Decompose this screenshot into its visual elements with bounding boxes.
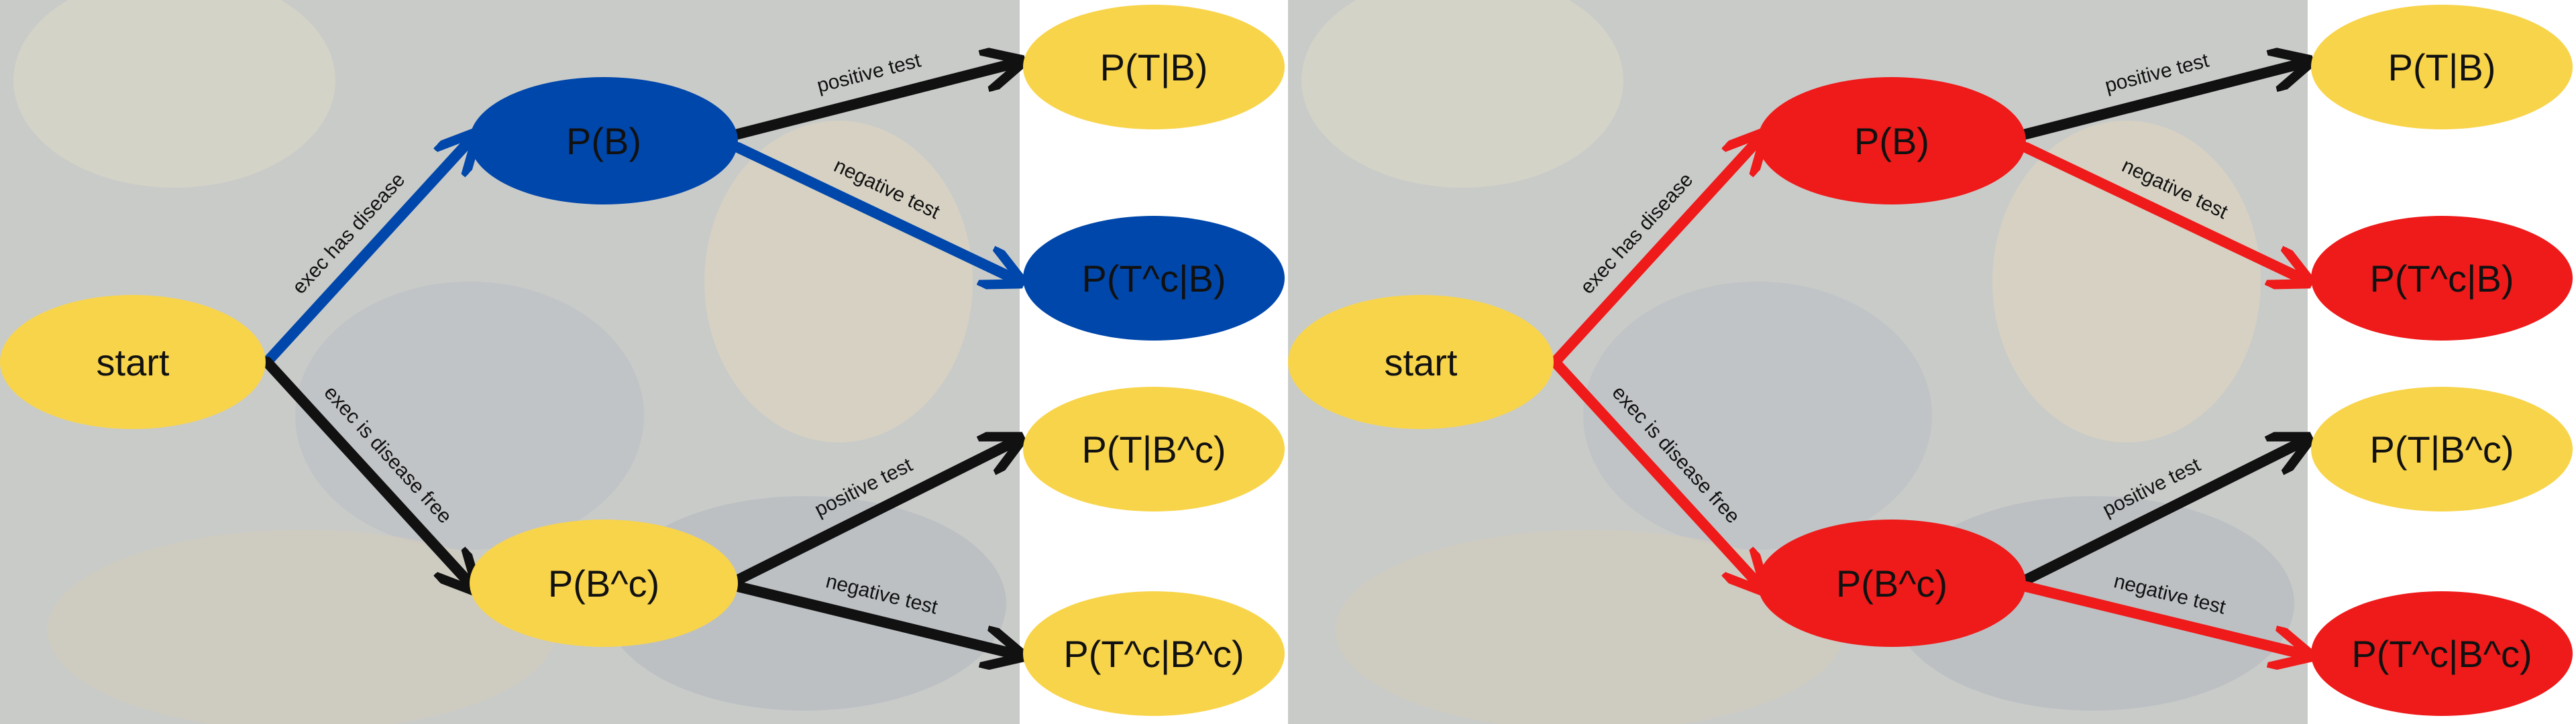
node-b: P(B) — [470, 77, 738, 204]
background-shape — [1301, 0, 1623, 188]
node-label-tcb: P(T^c|B) — [1081, 257, 1226, 300]
node-label-tcb: P(T^c|B) — [2369, 257, 2514, 300]
edge-bc-neg — [733, 581, 1013, 654]
node-label-tcbc: P(T^c|B^c) — [1063, 633, 1244, 675]
node-bc: P(B^c) — [1758, 520, 2026, 647]
node-shape — [1758, 520, 2026, 647]
edge-bc-pos — [2021, 442, 2301, 585]
node-shape — [1023, 5, 1285, 129]
node-shape — [470, 520, 738, 647]
node-shape — [2311, 387, 2573, 511]
node-tbc: P(T|B^c) — [1023, 387, 1285, 511]
background-shape — [13, 0, 335, 188]
node-tcb: P(T^c|B) — [2311, 216, 2573, 341]
edge-b-pos — [733, 64, 1013, 139]
edge-to-b — [262, 141, 470, 367]
background-shape — [704, 121, 973, 442]
edge-b-neg — [733, 142, 1013, 278]
edge-b-pos — [2021, 64, 2301, 139]
node-label-tb: P(T|B) — [2388, 46, 2496, 88]
node-label-bc: P(B^c) — [548, 562, 659, 605]
node-shape — [2311, 216, 2573, 341]
node-b: P(B) — [1758, 77, 2026, 204]
node-tb: P(T|B) — [1023, 5, 1285, 129]
node-tcbc: P(T^c|B^c) — [2311, 591, 2573, 716]
node-label-tb: P(T|B) — [1100, 46, 1208, 88]
edge-b-neg — [2021, 142, 2301, 278]
edge-bc-pos — [733, 442, 1013, 585]
edge-to-bc — [1550, 357, 1758, 583]
node-shape — [1023, 591, 1285, 716]
node-label-b: P(B) — [1854, 120, 1929, 162]
node-label-tcbc: P(T^c|B^c) — [2351, 633, 2532, 675]
node-shape — [470, 77, 738, 204]
node-shape — [2311, 591, 2573, 716]
node-shape — [1288, 295, 1554, 429]
node-tbc: P(T|B^c) — [2311, 387, 2573, 511]
node-shape — [2311, 5, 2573, 129]
node-label-b: P(B) — [566, 120, 641, 162]
node-tcbc: P(T^c|B^c) — [1023, 591, 1285, 716]
node-start: start — [1288, 295, 1554, 429]
node-label-tbc: P(T|B^c) — [2369, 428, 2514, 471]
background-shape — [47, 530, 557, 724]
node-shape — [1023, 387, 1285, 511]
node-shape — [1023, 216, 1285, 341]
node-label-bc: P(B^c) — [1836, 562, 1947, 605]
node-shape — [0, 295, 266, 429]
node-tcb: P(T^c|B) — [1023, 216, 1285, 341]
edge-to-b — [1550, 141, 1758, 367]
node-label-start: start — [97, 341, 170, 383]
node-start: start — [0, 295, 266, 429]
background-shape — [1992, 121, 2261, 442]
node-label-tbc: P(T|B^c) — [1081, 428, 1226, 471]
background-shape — [1335, 530, 1845, 724]
edge-to-bc — [262, 357, 470, 583]
node-label-start: start — [1385, 341, 1458, 383]
node-bc: P(B^c) — [470, 520, 738, 647]
node-tb: P(T|B) — [2311, 5, 2573, 129]
node-shape — [1758, 77, 2026, 204]
edge-bc-neg — [2021, 581, 2301, 654]
